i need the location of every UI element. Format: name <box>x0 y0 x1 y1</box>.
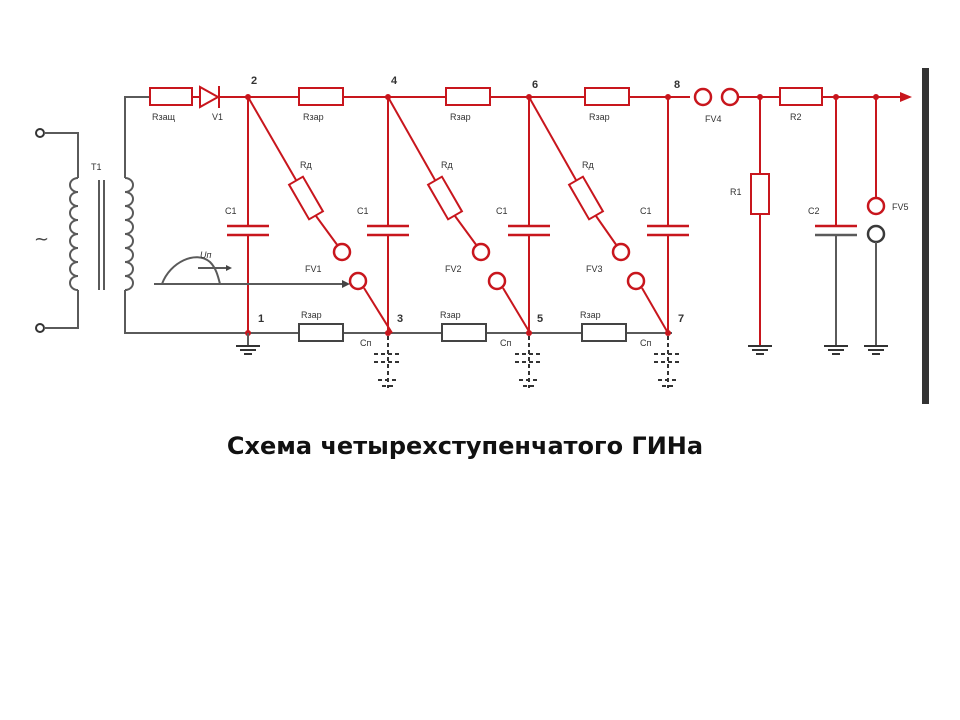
diode-v1 <box>199 85 221 109</box>
spark-gap-fv2-upper <box>471 242 491 262</box>
resistor-rd-stage-2 <box>426 175 464 221</box>
node-dot-fv5 <box>873 94 879 100</box>
input-terminal-bottom <box>35 323 45 333</box>
ground-node-1 <box>236 333 260 355</box>
label-r1: R1 <box>730 187 742 197</box>
node-dot-c2 <box>833 94 839 100</box>
label-c2: C2 <box>808 206 820 216</box>
transformer-t1: T1 ~ <box>34 96 248 334</box>
ground-c2 <box>824 345 848 355</box>
resistor-rzash <box>149 87 193 106</box>
resistor-r1 <box>750 173 770 215</box>
resistor-rd-stage-1 <box>287 175 325 221</box>
diagram-caption: Схема четырехступенчатого ГИНа <box>226 432 704 460</box>
node-label-1: 1 <box>258 313 264 325</box>
node-dot-8 <box>665 94 671 100</box>
label-rd-stage-2: Rд <box>441 160 453 170</box>
label-fv5: FV5 <box>892 202 909 212</box>
spark-gap-fv2-lower <box>487 271 507 291</box>
label-c1-stage-4: C1 <box>640 206 652 216</box>
node-dot-r1 <box>757 94 763 100</box>
label-rzar-bottom-2: Rзар <box>440 310 461 320</box>
spark-gap-fv1-upper <box>332 242 352 262</box>
label-c1-stage-1: C1 <box>225 206 237 216</box>
spark-gap-fv5-upper <box>866 196 886 216</box>
node-dot-7 <box>665 330 671 336</box>
resistor-rzar-bottom-3 <box>581 323 627 342</box>
node-dot-4 <box>385 94 391 100</box>
spark-gap-fv1-lower <box>348 271 368 291</box>
label-rzash: Rзащ <box>152 112 176 122</box>
ground-r1 <box>748 345 772 355</box>
circuit-diagram: T1 ~ Rзащ V1 Rзар Rзар Rзар Rзар Rзар Rз… <box>34 68 929 404</box>
resistor-r2 <box>779 87 823 106</box>
node-label-2: 2 <box>251 75 257 87</box>
node-dot-6 <box>526 94 532 100</box>
node-dot-5 <box>526 330 532 336</box>
label-up: Uп <box>200 250 211 260</box>
label-rzar-top-3: Rзар <box>589 112 610 122</box>
stage-3: C1 Rд FV3 <box>496 96 669 334</box>
node-dot-3 <box>385 330 391 336</box>
label-cp-node-3: Cп <box>360 338 371 348</box>
spark-gap-fv3-lower <box>626 271 646 291</box>
node-label-3: 3 <box>397 313 403 325</box>
label-t1: T1 <box>91 162 102 172</box>
label-fv1: FV1 <box>305 264 322 274</box>
ac-source-symbol: ~ <box>34 229 49 250</box>
stage-2: C1 Rд FV2 <box>357 96 531 334</box>
label-rzar-bottom-3: Rзар <box>580 310 601 320</box>
stage-1: C1 Rд FV1 <box>225 96 393 334</box>
label-r2: R2 <box>790 112 802 122</box>
stage-4: C1 <box>640 97 689 333</box>
spark-gap-fv3-upper <box>611 242 631 262</box>
label-cp-node-7: Cп <box>640 338 651 348</box>
resistor-rzar-top-3 <box>584 87 630 106</box>
label-rzar-top-2: Rзар <box>450 112 471 122</box>
spark-gap-fv4-left <box>693 87 713 107</box>
parasitic-cp-node-3: Cп <box>360 336 402 388</box>
resistor-rzar-bottom-2 <box>441 323 487 342</box>
label-rzar-bottom-1: Rзар <box>301 310 322 320</box>
ground-fv5 <box>864 345 888 355</box>
label-fv3: FV3 <box>586 264 603 274</box>
node-label-6: 6 <box>532 79 538 91</box>
frame-bar <box>922 68 929 404</box>
input-terminal-top <box>35 128 45 138</box>
trigger-pulse: Uп <box>154 250 350 288</box>
label-rd-stage-1: Rд <box>300 160 312 170</box>
label-c1-stage-2: C1 <box>357 206 369 216</box>
node-label-8: 8 <box>674 79 680 91</box>
label-c1-stage-3: C1 <box>496 206 508 216</box>
label-cp-node-5: Cп <box>500 338 511 348</box>
node-label-5: 5 <box>537 313 543 325</box>
resistor-rzar-bottom-1 <box>298 323 344 342</box>
spark-gap-fv5-lower <box>866 224 886 244</box>
label-rzar-top-1: Rзар <box>303 112 324 122</box>
resistor-rzar-top-2 <box>445 87 491 106</box>
label-fv4: FV4 <box>705 114 722 124</box>
resistor-rd-stage-3 <box>567 175 605 221</box>
parasitic-cp-node-7: Cп <box>640 336 682 388</box>
resistor-rzar-top-1 <box>298 87 344 106</box>
node-label-4: 4 <box>391 75 398 87</box>
label-rd-stage-3: Rд <box>582 160 594 170</box>
parasitic-cp-node-5: Cп <box>500 336 543 388</box>
label-v1: V1 <box>212 112 223 122</box>
label-fv2: FV2 <box>445 264 462 274</box>
node-label-7: 7 <box>678 313 684 325</box>
output-arrow <box>900 92 912 102</box>
spark-gap-fv4-right <box>720 87 740 107</box>
node-dot-2 <box>245 94 251 100</box>
